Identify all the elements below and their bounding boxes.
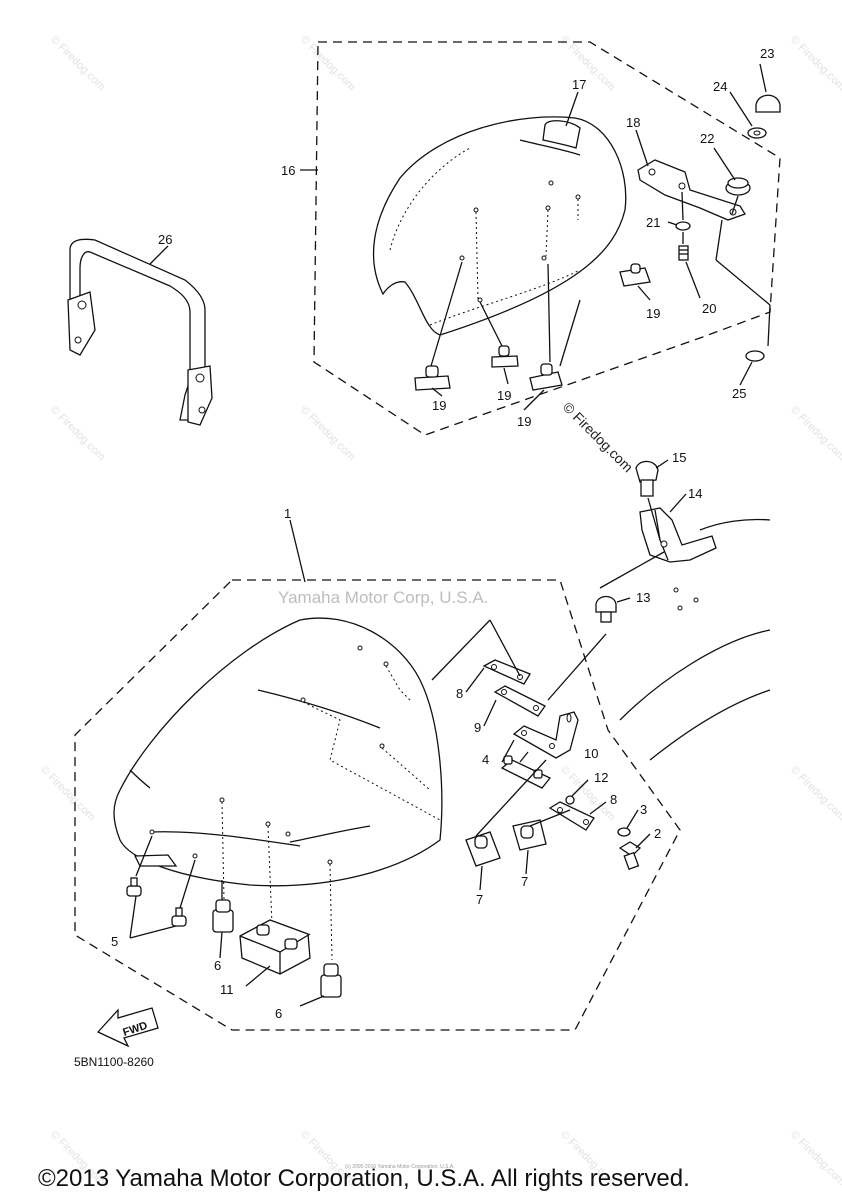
- forward-arrow-icon: FWD: [96, 1007, 159, 1048]
- frame-outline: [619, 629, 771, 721]
- callout-9: 9: [474, 720, 481, 735]
- watermark-site: © Firedog.com: [788, 764, 842, 824]
- bolt-15: [635, 460, 659, 497]
- callouts: 1 2 3 4 5 6 6 7 7 8 8 9 10 11 12 13 14 1…: [111, 46, 774, 1021]
- callout-19: 19: [517, 414, 531, 429]
- damper-22: [725, 177, 751, 196]
- watermark-site: © Firedog.com: [788, 1129, 842, 1189]
- watermark-site: © Firedog.com: [38, 764, 98, 824]
- watermark-site: © Firedog.com: [788, 34, 842, 94]
- watermark-site: © Firedog.com: [298, 404, 358, 464]
- small-notice: (c) 2005-2016 Yamaha Motor Corporation, …: [345, 1164, 455, 1170]
- collar-12: [565, 795, 575, 805]
- frame-outline: [699, 518, 771, 531]
- watermark-site: © Firedog.com: [788, 404, 842, 464]
- callout-10: 10: [584, 746, 598, 761]
- callout-3: 3: [640, 802, 647, 817]
- plate-9: [493, 685, 546, 717]
- callout-8: 8: [456, 686, 463, 701]
- clip-19: [491, 345, 519, 368]
- clip-7: [465, 831, 501, 867]
- callout-19: 19: [646, 306, 660, 321]
- copyright-footer: ©2013 Yamaha Motor Corporation, U.S.A. A…: [38, 1165, 690, 1192]
- watermark-center: © Firedog.com: [560, 399, 636, 475]
- assembly-1-boundary: [74, 579, 681, 1031]
- washer-21: [675, 221, 691, 231]
- callout-18: 18: [626, 115, 640, 130]
- callout-19: 19: [432, 398, 446, 413]
- stay-14: [639, 507, 717, 563]
- callout-1: 1: [284, 506, 291, 521]
- callout-24: 24: [713, 79, 727, 94]
- callout-17: 17: [572, 77, 586, 92]
- grab-bar-26: [67, 238, 213, 426]
- watermark-maker: Yamaha Motor Corp, U.S.A.: [278, 588, 488, 607]
- rider-seat: [113, 617, 443, 961]
- damper-6: [212, 899, 234, 933]
- callout-21: 21: [646, 215, 660, 230]
- bolt-13: [595, 595, 617, 623]
- callout-11: 11: [220, 982, 234, 997]
- bolt-20: [678, 245, 689, 261]
- cap-nut-23: [755, 94, 781, 113]
- plate-10: [500, 755, 552, 789]
- clip-7: [512, 819, 547, 851]
- leaders-middle: [599, 459, 687, 603]
- watermark-site: © Firedog.com: [48, 404, 108, 464]
- damper-6: [320, 963, 342, 998]
- callout-14: 14: [688, 486, 702, 501]
- bracket-4: [512, 711, 579, 759]
- callout-23: 23: [760, 46, 774, 61]
- callout-13: 13: [636, 590, 650, 605]
- bolt-2: [618, 841, 642, 871]
- pillion-seat: [372, 116, 627, 336]
- washer-24: [747, 127, 767, 139]
- washer-3: [617, 827, 631, 837]
- clip-19: [414, 365, 451, 391]
- nut-25: [745, 350, 765, 362]
- callout-2: 2: [654, 826, 661, 841]
- clip-19: [529, 363, 563, 391]
- callout-16: 16: [281, 163, 295, 178]
- assembly-16-boundary: [313, 41, 781, 436]
- callout-25: 25: [732, 386, 746, 401]
- part-code: 5BN1100-8260: [74, 1055, 154, 1069]
- callout-22: 22: [700, 131, 714, 146]
- callout-6: 6: [275, 1006, 282, 1021]
- callout-8: 8: [610, 792, 617, 807]
- callout-7: 7: [476, 892, 483, 907]
- watermark-site: © Firedog.com: [48, 34, 108, 94]
- callout-26: 26: [158, 232, 172, 247]
- callout-5: 5: [111, 934, 118, 949]
- callout-12: 12: [594, 770, 608, 785]
- frame-outline: [649, 689, 771, 761]
- callout-20: 20: [702, 301, 716, 316]
- bolt-5: [126, 877, 142, 897]
- bracket-5: [133, 854, 178, 867]
- callout-6: 6: [214, 958, 221, 973]
- bolt-5: [171, 907, 187, 927]
- callout-15: 15: [672, 450, 686, 465]
- plate-8-lower: [548, 801, 595, 831]
- callout-4: 4: [482, 752, 489, 767]
- clip-19: [619, 263, 651, 287]
- callout-19: 19: [497, 388, 511, 403]
- callout-7: 7: [521, 874, 528, 889]
- leaders-lower: [129, 519, 651, 1007]
- leaders-upper: [300, 63, 771, 411]
- plate-8: [482, 659, 531, 685]
- block-11: [239, 919, 311, 975]
- bracket-18: [637, 159, 746, 221]
